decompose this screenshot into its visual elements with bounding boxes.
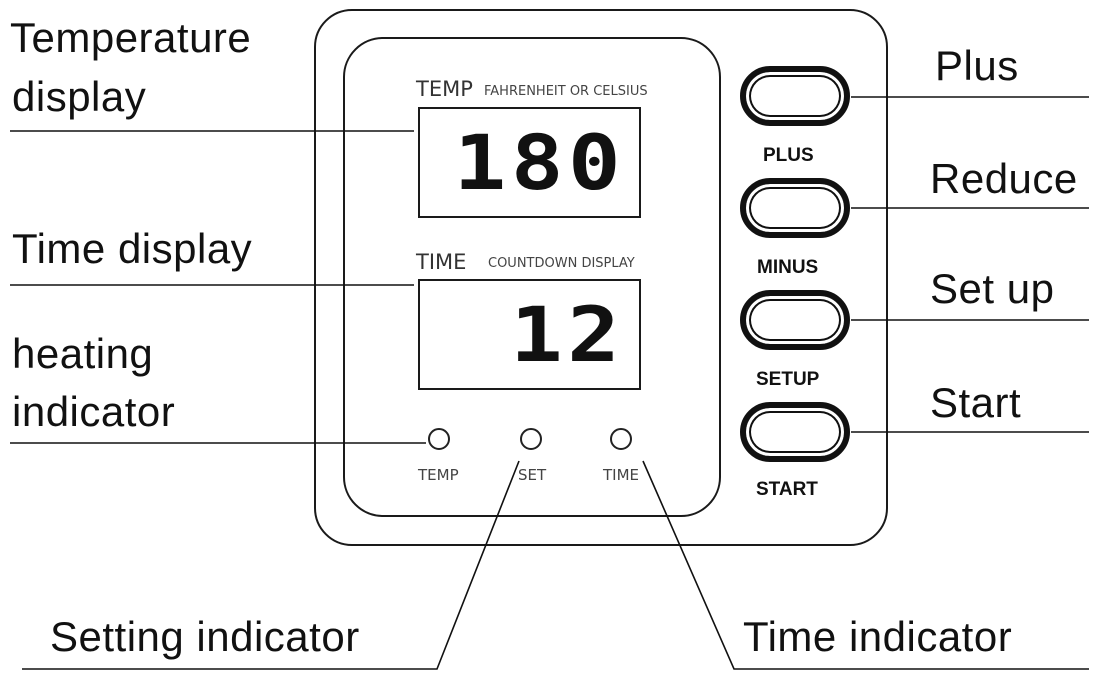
heating-indicator-led: [428, 428, 450, 450]
time-display-screen: 12: [418, 279, 641, 390]
time-display-value: 12: [510, 290, 625, 379]
callout-setting-indicator: Setting indicator: [50, 613, 360, 660]
temp-display-title: TEMP: [416, 77, 473, 101]
temp-display-screen: 180: [418, 107, 641, 218]
callout-set-up: Set up: [930, 265, 1055, 312]
setting-indicator-led: [520, 428, 542, 450]
callout-heating-indicator-line1: heating: [12, 330, 154, 377]
time-display-title: TIME: [416, 250, 467, 274]
plus-button-label: PLUS: [763, 145, 814, 166]
time-display-subtitle: COUNTDOWN DISPLAY: [488, 256, 635, 271]
callout-temperature-display-line2: display: [12, 73, 147, 120]
setup-button[interactable]: [740, 290, 850, 350]
callout-time-indicator: Time indicator: [743, 613, 1013, 660]
temp-display-value: 180: [453, 118, 625, 207]
plus-button[interactable]: [740, 66, 850, 126]
setting-indicator-label: SET: [518, 466, 547, 484]
callout-time-display: Time display: [12, 225, 253, 272]
callout-heating-indicator-line2: indicator: [12, 388, 176, 435]
time-indicator-label: TIME: [603, 466, 640, 484]
callout-plus: Plus: [935, 42, 1019, 89]
setup-button-label: SETUP: [756, 369, 820, 390]
callout-reduce: Reduce: [930, 155, 1078, 202]
leader-setting-indicator: [22, 460, 520, 670]
callout-temperature-display-line1: Temperature: [10, 14, 252, 61]
start-button-label: START: [756, 479, 818, 500]
control-panel-housing: [314, 9, 888, 546]
start-button[interactable]: [740, 402, 850, 462]
leader-time-indicator: [642, 460, 1089, 670]
temp-display-subtitle: FAHRENHEIT OR CELSIUS: [484, 84, 648, 99]
minus-button[interactable]: [740, 178, 850, 238]
callout-start: Start: [930, 379, 1022, 426]
time-indicator-led: [610, 428, 632, 450]
minus-button-label: MINUS: [757, 257, 819, 278]
heating-indicator-label: TEMP: [418, 466, 459, 484]
display-panel: [343, 37, 721, 517]
